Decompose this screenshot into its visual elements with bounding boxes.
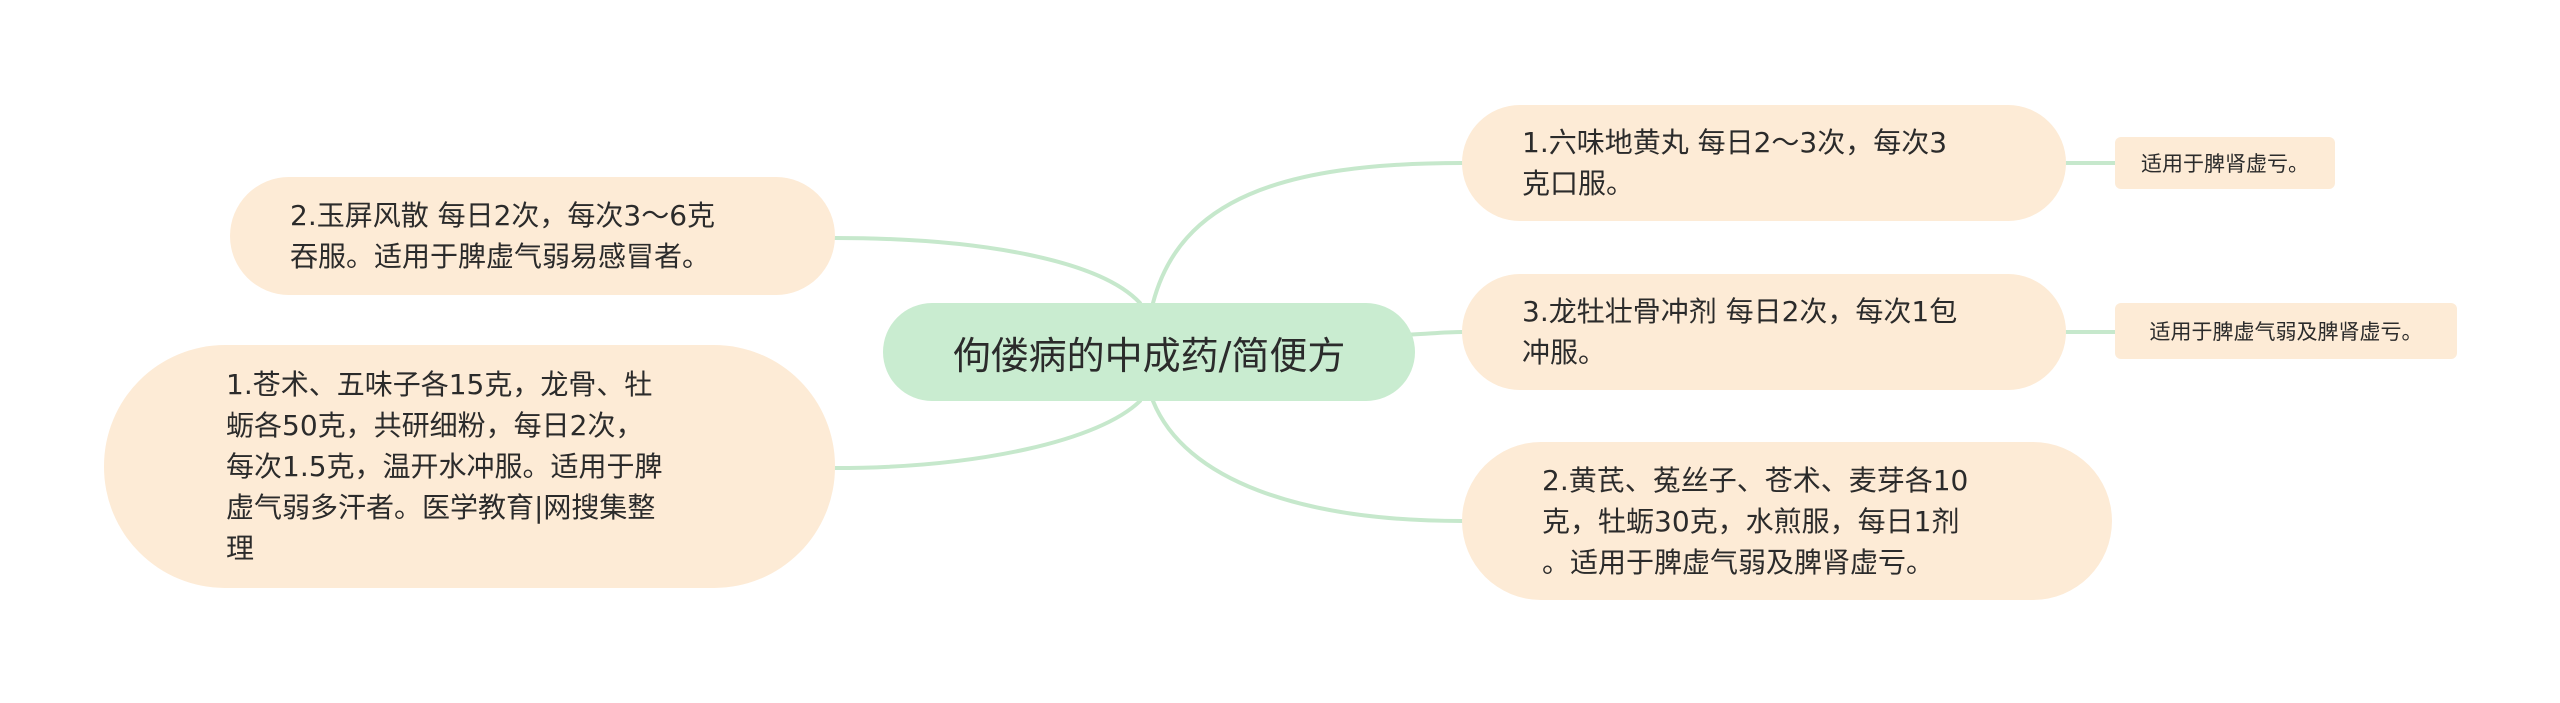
topic-right-2[interactable]: 3.龙牡壮骨冲剂 每日2次，每次1包 冲服。	[1462, 274, 2066, 390]
central-topic[interactable]: 佝偻病的中成药/简便方	[883, 303, 1415, 401]
connector-left-1	[833, 236, 1142, 305]
topic-right-2-text: 3.龙牡壮骨冲剂 每日2次，每次1包 冲服。	[1522, 295, 1958, 369]
topic-right-3[interactable]: 2.黄芪、菟丝子、苍术、麦芽各10 克，牡蛎30克，水煎服，每日1剂 。适用于脾…	[1462, 442, 2112, 600]
central-topic-text: 佝偻病的中成药/简便方	[952, 333, 1346, 378]
topic-right-1-text: 1.六味地黄丸 每日2～3次，每次3 克口服。	[1522, 126, 1948, 200]
topic-right-1[interactable]: 1.六味地黄丸 每日2～3次，每次3 克口服。	[1462, 105, 2066, 221]
topic-left-1[interactable]: 2.玉屏风散 每日2次，每次3～6克 吞服。适用于脾虚气弱易感冒者。	[230, 177, 835, 295]
connector-right-3	[1151, 399, 1464, 523]
topic-right-3-text: 2.黄芪、菟丝子、苍术、麦芽各10 克，牡蛎30克，水煎服，每日1剂 。适用于脾…	[1542, 463, 1969, 579]
note-right-1-text: 适用于脾肾虚亏。	[2141, 152, 2309, 176]
connector-left-2	[833, 399, 1142, 470]
connector-right-1	[1151, 161, 1464, 305]
note-right-2-text: 适用于脾虚气弱及脾肾虚亏。	[2149, 320, 2423, 344]
topic-left-1-text: 2.玉屏风散 每日2次，每次3～6克 吞服。适用于脾虚气弱易感冒者。	[290, 199, 716, 273]
note-right-2[interactable]: 适用于脾虚气弱及脾肾虚亏。	[2115, 303, 2457, 359]
note-right-1[interactable]: 适用于脾肾虚亏。	[2115, 137, 2335, 189]
topic-left-2[interactable]: 1.苍术、五味子各15克，龙骨、牡 蛎各50克，共研细粉，每日2次， 每次1.5…	[104, 345, 835, 588]
topic-left-2-text: 1.苍术、五味子各15克，龙骨、牡 蛎各50克，共研细粉，每日2次， 每次1.5…	[226, 368, 663, 565]
